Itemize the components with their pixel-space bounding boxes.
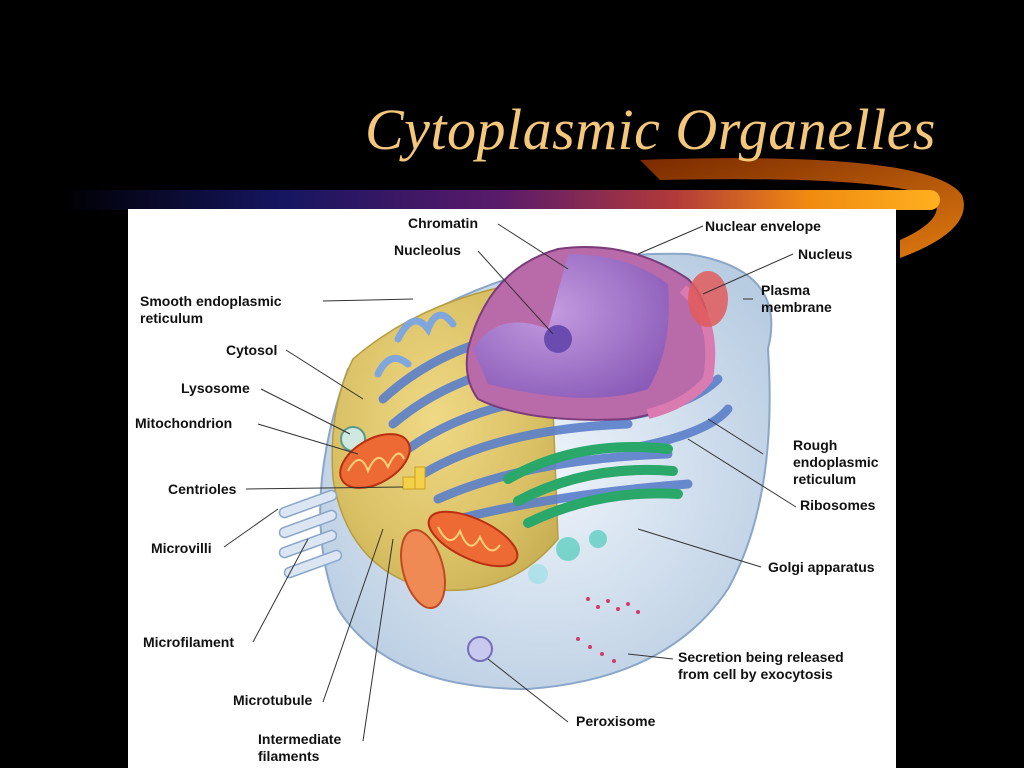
label-golgi: Golgi apparatus: [768, 559, 875, 575]
label-microtubule: Microtubule: [233, 692, 313, 708]
cell-illustration: [223, 223, 797, 742]
label-nucleus: Nucleus: [798, 246, 853, 262]
slide-title: Cytoplasmic Organelles: [364, 97, 936, 162]
label-cytosol: Cytosol: [226, 342, 278, 358]
microvilli-shape: [278, 489, 343, 579]
label-mitochondrion: Mitochondrion: [135, 415, 233, 431]
chromatin-shape: [473, 254, 669, 398]
smooth-er-shape: [374, 311, 457, 378]
peroxisome-shape: [467, 636, 493, 662]
mitochondrion-shape: [339, 433, 411, 489]
label-nuclear-envelope: Nuclear envelope: [705, 218, 821, 234]
label-microvilli: Microvilli: [151, 540, 212, 556]
secretion-dots: [576, 597, 640, 663]
label-chromatin: Chromatin: [408, 215, 478, 231]
cell-diagram: Chromatin Nuclear envelope Nucleolus Nuc…: [128, 209, 896, 768]
label-smooth-er: Smooth endoplasmic reticulum: [140, 293, 282, 326]
label-nucleolus: Nucleolus: [394, 242, 461, 258]
label-rough-er: Rough endoplasmic reticulum: [793, 437, 879, 487]
golgi-shape: [503, 442, 683, 528]
label-secretion: Secretion being released from cell by ex…: [678, 649, 844, 682]
label-centrioles: Centrioles: [168, 481, 237, 497]
label-intermediate-filaments: Intermediate filaments: [258, 731, 342, 764]
label-peroxisome: Peroxisome: [576, 713, 656, 729]
centrioles-shape: [402, 466, 426, 490]
leader-lines: [223, 223, 797, 742]
label-plasma-membrane: Plasma membrane: [761, 282, 832, 315]
label-lysosome: Lysosome: [181, 380, 250, 396]
label-ribosomes: Ribosomes: [800, 497, 876, 513]
label-microfilament: Microfilament: [143, 634, 235, 650]
